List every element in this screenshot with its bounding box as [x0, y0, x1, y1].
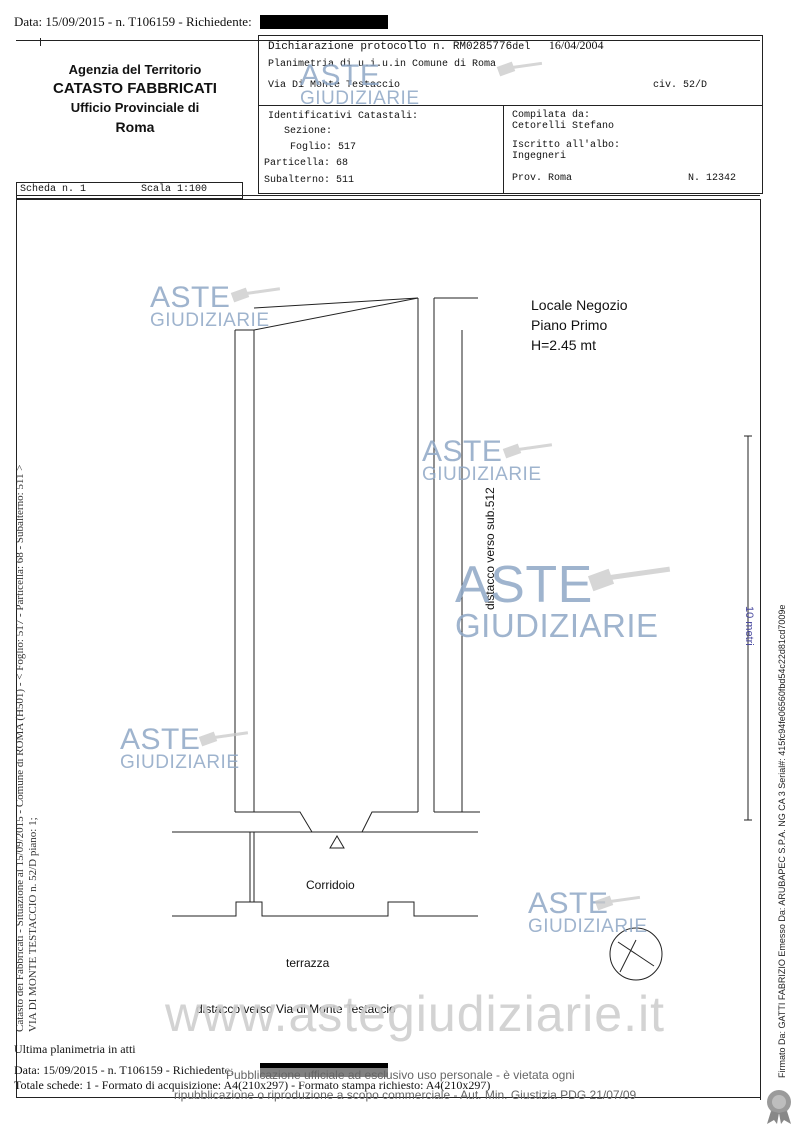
protocol-date: 16/04/2004 — [548, 38, 604, 52]
iscritto-label: Iscritto all'albo: — [512, 140, 621, 151]
distacco-via-label: distacco verso Via di Monte Testaccio — [196, 1002, 396, 1016]
seal-icon — [767, 1090, 791, 1124]
scheda-box — [16, 182, 243, 199]
compilatore-name: Cetorelli Stefano — [512, 121, 615, 132]
albo-value: Ingegneri — [512, 151, 567, 162]
city-title: Roma — [115, 119, 155, 135]
plan-title: Locale Negozio Piano Primo H=2.45 mt — [531, 295, 628, 355]
watermark-giudiziarie: GIUDIZIARIE — [300, 88, 420, 109]
protocol-divider — [258, 105, 762, 106]
plan-frame — [16, 199, 761, 1098]
top-request-text: Data: 15/09/2015 - n. T106159 - Richiede… — [14, 14, 252, 29]
scheda-label: Scheda n. 1 — [20, 184, 87, 195]
gavel-icon — [502, 443, 553, 459]
ufficio-title: Ufficio Provinciale di — [70, 100, 200, 115]
corridor-line — [172, 901, 478, 917]
planimetria-line: Planimetria di u.i.u.in Comune di Roma — [268, 59, 497, 70]
watermark-logo: ASTE GIUDIZIARIE — [120, 723, 240, 773]
site-watermark: www.astegiudiziarie.it — [165, 986, 665, 1042]
plan-wall — [361, 811, 418, 833]
top-request-line: Data: 15/09/2015 - n. T106159 - Richiede… — [14, 14, 252, 30]
civic-number: civ. 52/D — [653, 80, 708, 91]
north-arrow — [619, 939, 637, 973]
redacted-requester — [260, 15, 388, 29]
header-bottom-border — [16, 195, 760, 196]
corridoio-label: Corridoio — [306, 878, 355, 892]
watermark-giudiziarie: GIUDIZIARIE — [150, 310, 270, 331]
ultima-planimetria: Ultima planimetria in atti — [14, 1042, 136, 1056]
protocol-del: del — [512, 42, 531, 53]
protocol-vdivider — [503, 105, 504, 193]
signature-vertical-text: Firmato Da: GATTI FABRIZIO Emesso Da: AR… — [777, 604, 787, 1078]
frame-tail — [760, 1000, 761, 1100]
footer-data-line: Data: 15/09/2015 - n. T106159 - Richiede… — [14, 1063, 234, 1077]
gavel-icon — [594, 895, 641, 911]
watermark-logo-large: ASTE GIUDIZIARIE — [455, 556, 659, 644]
watermark-aste: ASTE — [528, 887, 609, 920]
notice-line-2: ripubblicazione o riproduzione a scopo c… — [174, 1088, 637, 1102]
watermark-giudiziarie: GIUDIZIARIE — [455, 607, 659, 644]
watermark-logo: ASTE GIUDIZIARIE — [528, 887, 648, 937]
sezione-label: Sezione: — [284, 126, 333, 137]
gavel-icon — [587, 566, 671, 592]
watermark-logo: ASTE GIUDIZIARIE — [300, 59, 420, 109]
terrazza-label: terrazza — [286, 956, 330, 970]
gavel-icon — [198, 731, 249, 747]
plan-wall — [235, 811, 313, 833]
protocol-box — [258, 35, 763, 194]
plan-wall — [253, 297, 419, 331]
watermark-giudiziarie: GIUDIZIARIE — [120, 752, 240, 773]
agency-title: Agenzia del Territorio — [68, 62, 202, 77]
protocol-line: Dichiarazione protocollo n. RM0285776del… — [268, 38, 604, 53]
entrance-marker — [329, 835, 345, 849]
catasto-title: CATASTO FABBRICATI — [53, 80, 217, 97]
watermark-logo: ASTE GIUDIZIARIE — [150, 281, 270, 331]
watermark-giudiziarie: GIUDIZIARIE — [528, 916, 648, 937]
identificativi-label: Identificativi Catastali: — [268, 111, 419, 122]
watermark-aste: ASTE — [422, 435, 503, 468]
scale-label: Scala 1:100 — [141, 184, 208, 195]
protocol-label: Dichiarazione protocollo n. RM0285776 — [268, 41, 513, 53]
north-circle — [609, 927, 663, 981]
province-value: Prov. Roma — [512, 173, 573, 184]
gavel-icon — [230, 287, 281, 303]
watermark-aste: ASTE — [120, 723, 201, 756]
plan-title-line-1: Locale Negozio — [531, 297, 628, 313]
left-vertical-text-2: VIA DI MONTE TESTACCIO n. 52/D piano: 1; — [27, 817, 39, 1032]
notice-line-1: Pubblicazione ufficiale ad esclusivo uso… — [226, 1068, 575, 1082]
watermark-aste: ASTE — [300, 59, 381, 92]
plan-wall — [253, 297, 419, 309]
watermark-aste: ASTE — [150, 281, 231, 314]
particella-label: Particella: 68 — [264, 158, 349, 169]
watermark-aste: ASTE — [455, 556, 593, 614]
gavel-icon — [496, 61, 543, 77]
agency-block: Agenzia del Territorio CATASTO FABBRICAT… — [40, 62, 230, 135]
plan-title-line-3: H=2.45 mt — [531, 337, 596, 353]
north-arrow — [617, 941, 655, 967]
address-line: Via Di Monte Testaccio — [268, 80, 401, 91]
subalterno-label: Subalterno: 511 — [264, 175, 355, 186]
header-top-border — [16, 40, 760, 41]
compilata-label: Compilata da: — [512, 110, 591, 121]
corner-mark — [40, 38, 41, 46]
watermark-giudiziarie: GIUDIZIARIE — [422, 464, 542, 485]
left-vertical-text-1: Catasto dei Fabbricati - Situazione al 1… — [14, 464, 26, 1032]
register-number: N. 12342 — [688, 173, 737, 184]
foglio-label: Foglio: 517 — [290, 142, 357, 153]
watermark-logo: ASTE GIUDIZIARIE — [422, 435, 542, 485]
plan-title-line-2: Piano Primo — [531, 317, 608, 333]
